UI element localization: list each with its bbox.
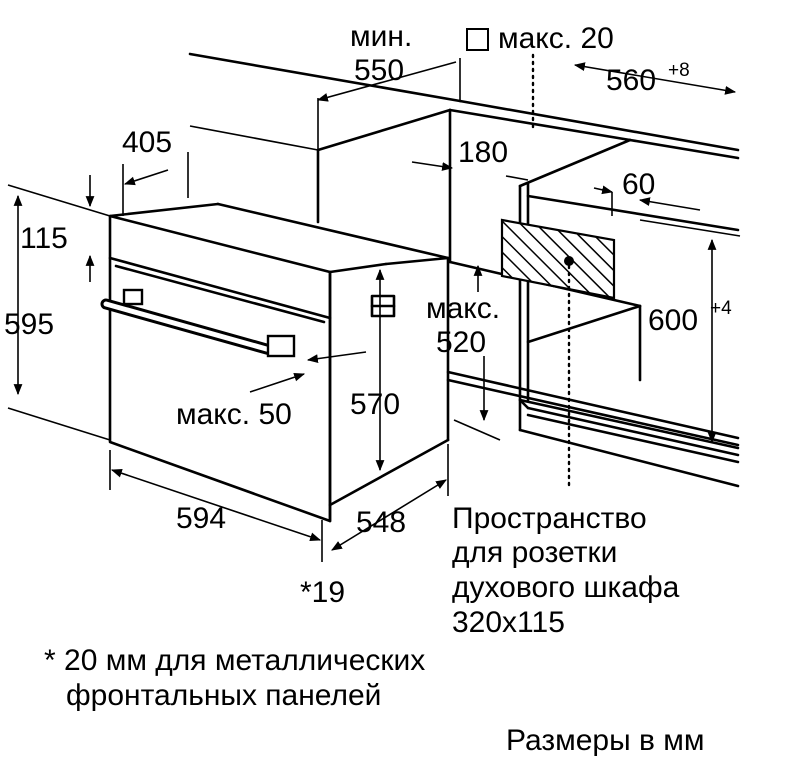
label-star19: *19 (300, 576, 345, 609)
checkbox-square-icon (466, 28, 489, 51)
label-max20: макс. 20 (498, 22, 614, 55)
footnote-line-1: * 20 мм для металлических (44, 644, 425, 677)
dimension-lines (7, 58, 741, 562)
label-max50: макс. 50 (176, 398, 292, 431)
label-595: 595 (4, 308, 54, 341)
socket-note-line-3: духового шкафа (452, 571, 680, 604)
label-520: 520 (436, 326, 486, 359)
socket-dot (564, 256, 574, 266)
countertop (188, 52, 740, 160)
label-548: 548 (356, 506, 406, 539)
label-min: мин. (350, 20, 412, 53)
units-note: Размеры в мм (506, 724, 705, 757)
label-550: 550 (354, 54, 404, 87)
socket-note-line-4: 320x115 (452, 606, 565, 639)
label-180: 180 (458, 136, 508, 169)
label-115: 115 (20, 222, 68, 255)
label-max-520-prefix: макс. (426, 292, 500, 325)
socket-space-hatch (500, 218, 616, 300)
footnote-line-2: фронтальных панелей (66, 679, 381, 712)
socket-note-line-1: Пространство (452, 502, 647, 535)
label-60: 60 (622, 168, 655, 201)
oven (108, 202, 450, 523)
label-594: 594 (176, 502, 226, 535)
oven-handle (100, 288, 296, 358)
cabinet-niche (316, 108, 740, 488)
label-600-tolerance: +4 (710, 298, 732, 319)
label-405: 405 (122, 126, 172, 159)
socket-note-line-2: для розетки (452, 536, 617, 569)
label-560: 560 (606, 64, 656, 97)
label-600: 600 (648, 304, 698, 337)
label-570: 570 (350, 388, 400, 421)
label-560-tolerance: +8 (668, 60, 690, 81)
